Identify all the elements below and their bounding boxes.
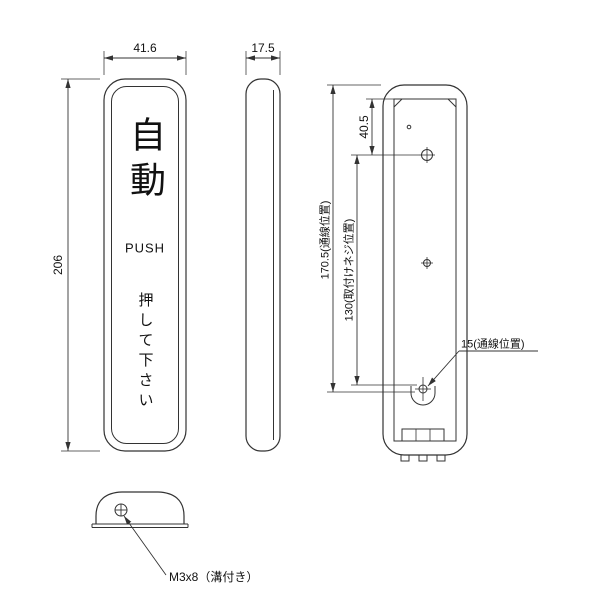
back-wiring-position-dim-label: 170.5(通線位置)	[319, 200, 332, 280]
side-depth-dim-label: 17.5	[251, 41, 275, 55]
bottom-view-dome	[95, 491, 185, 524]
faceplate-push-label: PUSH	[124, 240, 166, 256]
extension-lines	[61, 51, 419, 452]
mount-tab	[400, 454, 410, 462]
terminal-block	[401, 428, 445, 442]
dimensions	[61, 51, 538, 576]
back-top-hole-dim-label: 40.5	[357, 115, 371, 139]
corner-chamfer	[447, 98, 457, 108]
front-width-dim-label: 41.6	[133, 41, 157, 55]
leader-line-screw	[123, 515, 167, 576]
front-view-outline	[103, 78, 187, 452]
dimension-lines	[65, 55, 375, 451]
front-view	[103, 78, 187, 452]
front-height-dim-label: 206	[51, 254, 65, 276]
pilot-hole	[406, 124, 412, 130]
mount-tab	[418, 454, 428, 462]
bottom-screw-spec-label: M3x8（溝付き）	[169, 570, 259, 584]
faceplate-instruction-label: 押して下さい	[136, 292, 154, 412]
front-view-inner-outline	[111, 86, 179, 444]
corner-chamfer	[393, 98, 403, 108]
side-view	[245, 78, 281, 452]
back-view	[382, 84, 468, 462]
back-view-outline	[382, 84, 468, 456]
leader-lines	[123, 350, 538, 576]
mount-tab	[436, 454, 446, 462]
bottom-view	[91, 491, 189, 528]
faceplate-main-label: 自動	[125, 116, 166, 206]
back-bottom-wiring-dim-label: 15(通線位置)	[461, 338, 525, 351]
leader-line-wiring	[427, 350, 460, 387]
back-screw-position-dim-label: 130(取付けネジ位置)	[343, 218, 356, 322]
cable-cup	[410, 392, 436, 406]
side-view-outline	[245, 78, 281, 452]
